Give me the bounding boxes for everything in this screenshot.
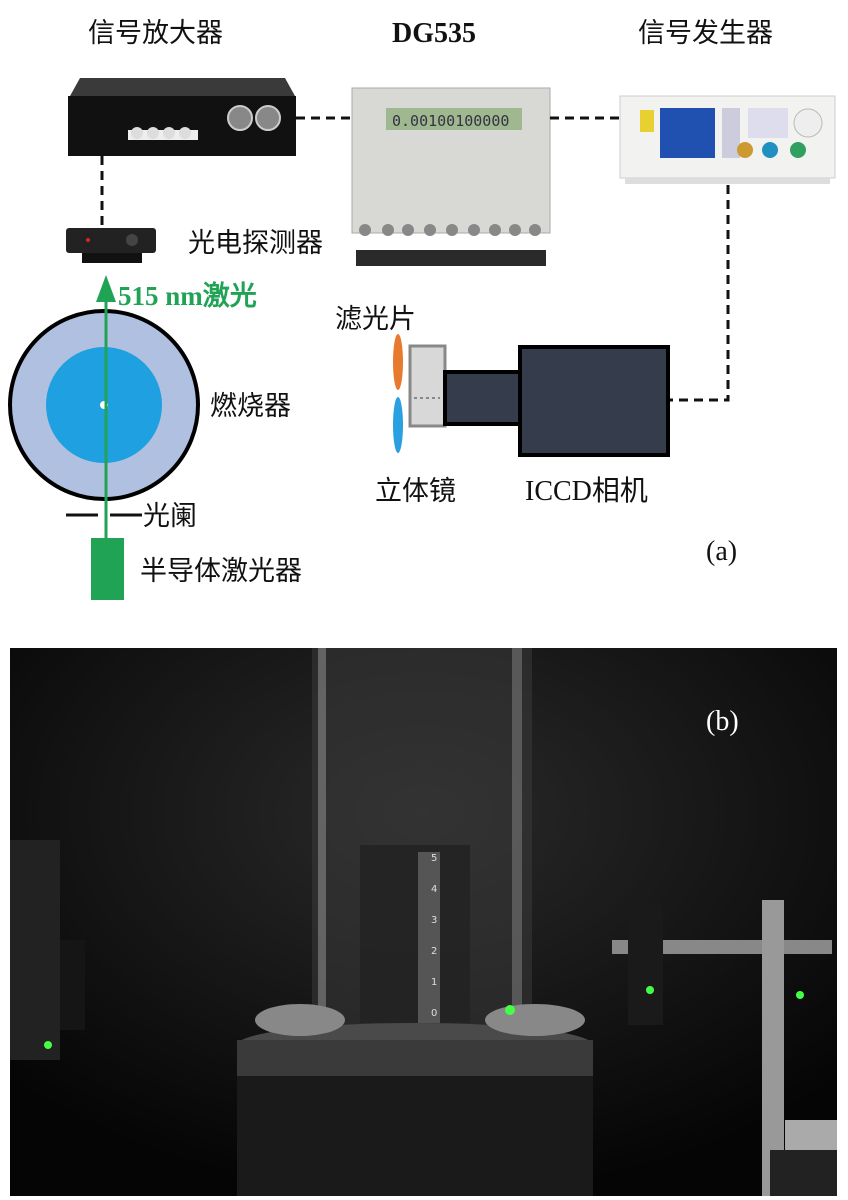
laser-beam-arrow xyxy=(96,275,116,600)
left-mount xyxy=(10,840,60,1060)
laser-label: 半导体激光器 xyxy=(140,556,302,587)
ruler-tick: 2 xyxy=(431,946,437,957)
ruler xyxy=(418,852,440,1023)
mirror-mount xyxy=(628,905,663,1025)
ruler-tick: 0 xyxy=(431,1008,437,1019)
post xyxy=(762,900,784,1196)
filter-label: 滤光片 xyxy=(335,304,416,335)
ruler-tick: 1 xyxy=(431,977,437,988)
filter-orange xyxy=(393,334,403,390)
stereoscope xyxy=(408,344,447,428)
filter-blue xyxy=(393,397,403,453)
experiment-photo xyxy=(10,648,837,1196)
ruler-tick: 5 xyxy=(431,853,437,864)
amplifier-device xyxy=(68,78,296,156)
fastener-left xyxy=(255,1004,345,1036)
panel-a-tag: (a) xyxy=(706,536,737,567)
dg535-display: 0.00100100000 xyxy=(392,112,509,130)
aperture-label: 光阑 xyxy=(143,501,197,532)
burner xyxy=(8,309,200,501)
dg535-device: 0.00100100000 xyxy=(351,87,551,266)
stereoscope-label: 立体镜 xyxy=(375,476,456,507)
dg535-label: DG535 xyxy=(392,18,476,49)
camera-label: ICCD相机 xyxy=(525,475,648,507)
camera-lens xyxy=(443,370,522,426)
photodetector xyxy=(66,228,156,263)
ruler-tick: 4 xyxy=(431,884,437,895)
laser-beam-label: 515 nm激光 xyxy=(118,280,257,311)
burner-label: 燃烧器 xyxy=(210,391,291,422)
fastener-right xyxy=(485,1004,585,1036)
photodetector-label: 光电探测器 xyxy=(188,228,323,259)
ruler-ticks: 0 1 2 3 4 5 xyxy=(431,853,437,1019)
iccd-camera xyxy=(518,345,670,457)
signal-generator-device xyxy=(619,95,836,184)
signal-generator-label: 信号发生器 xyxy=(638,18,773,49)
signal-cables xyxy=(100,116,730,402)
panel-b-tag: (b) xyxy=(706,706,739,737)
amplifier-label: 信号放大器 xyxy=(88,18,223,49)
ruler-tick: 3 xyxy=(431,915,437,926)
